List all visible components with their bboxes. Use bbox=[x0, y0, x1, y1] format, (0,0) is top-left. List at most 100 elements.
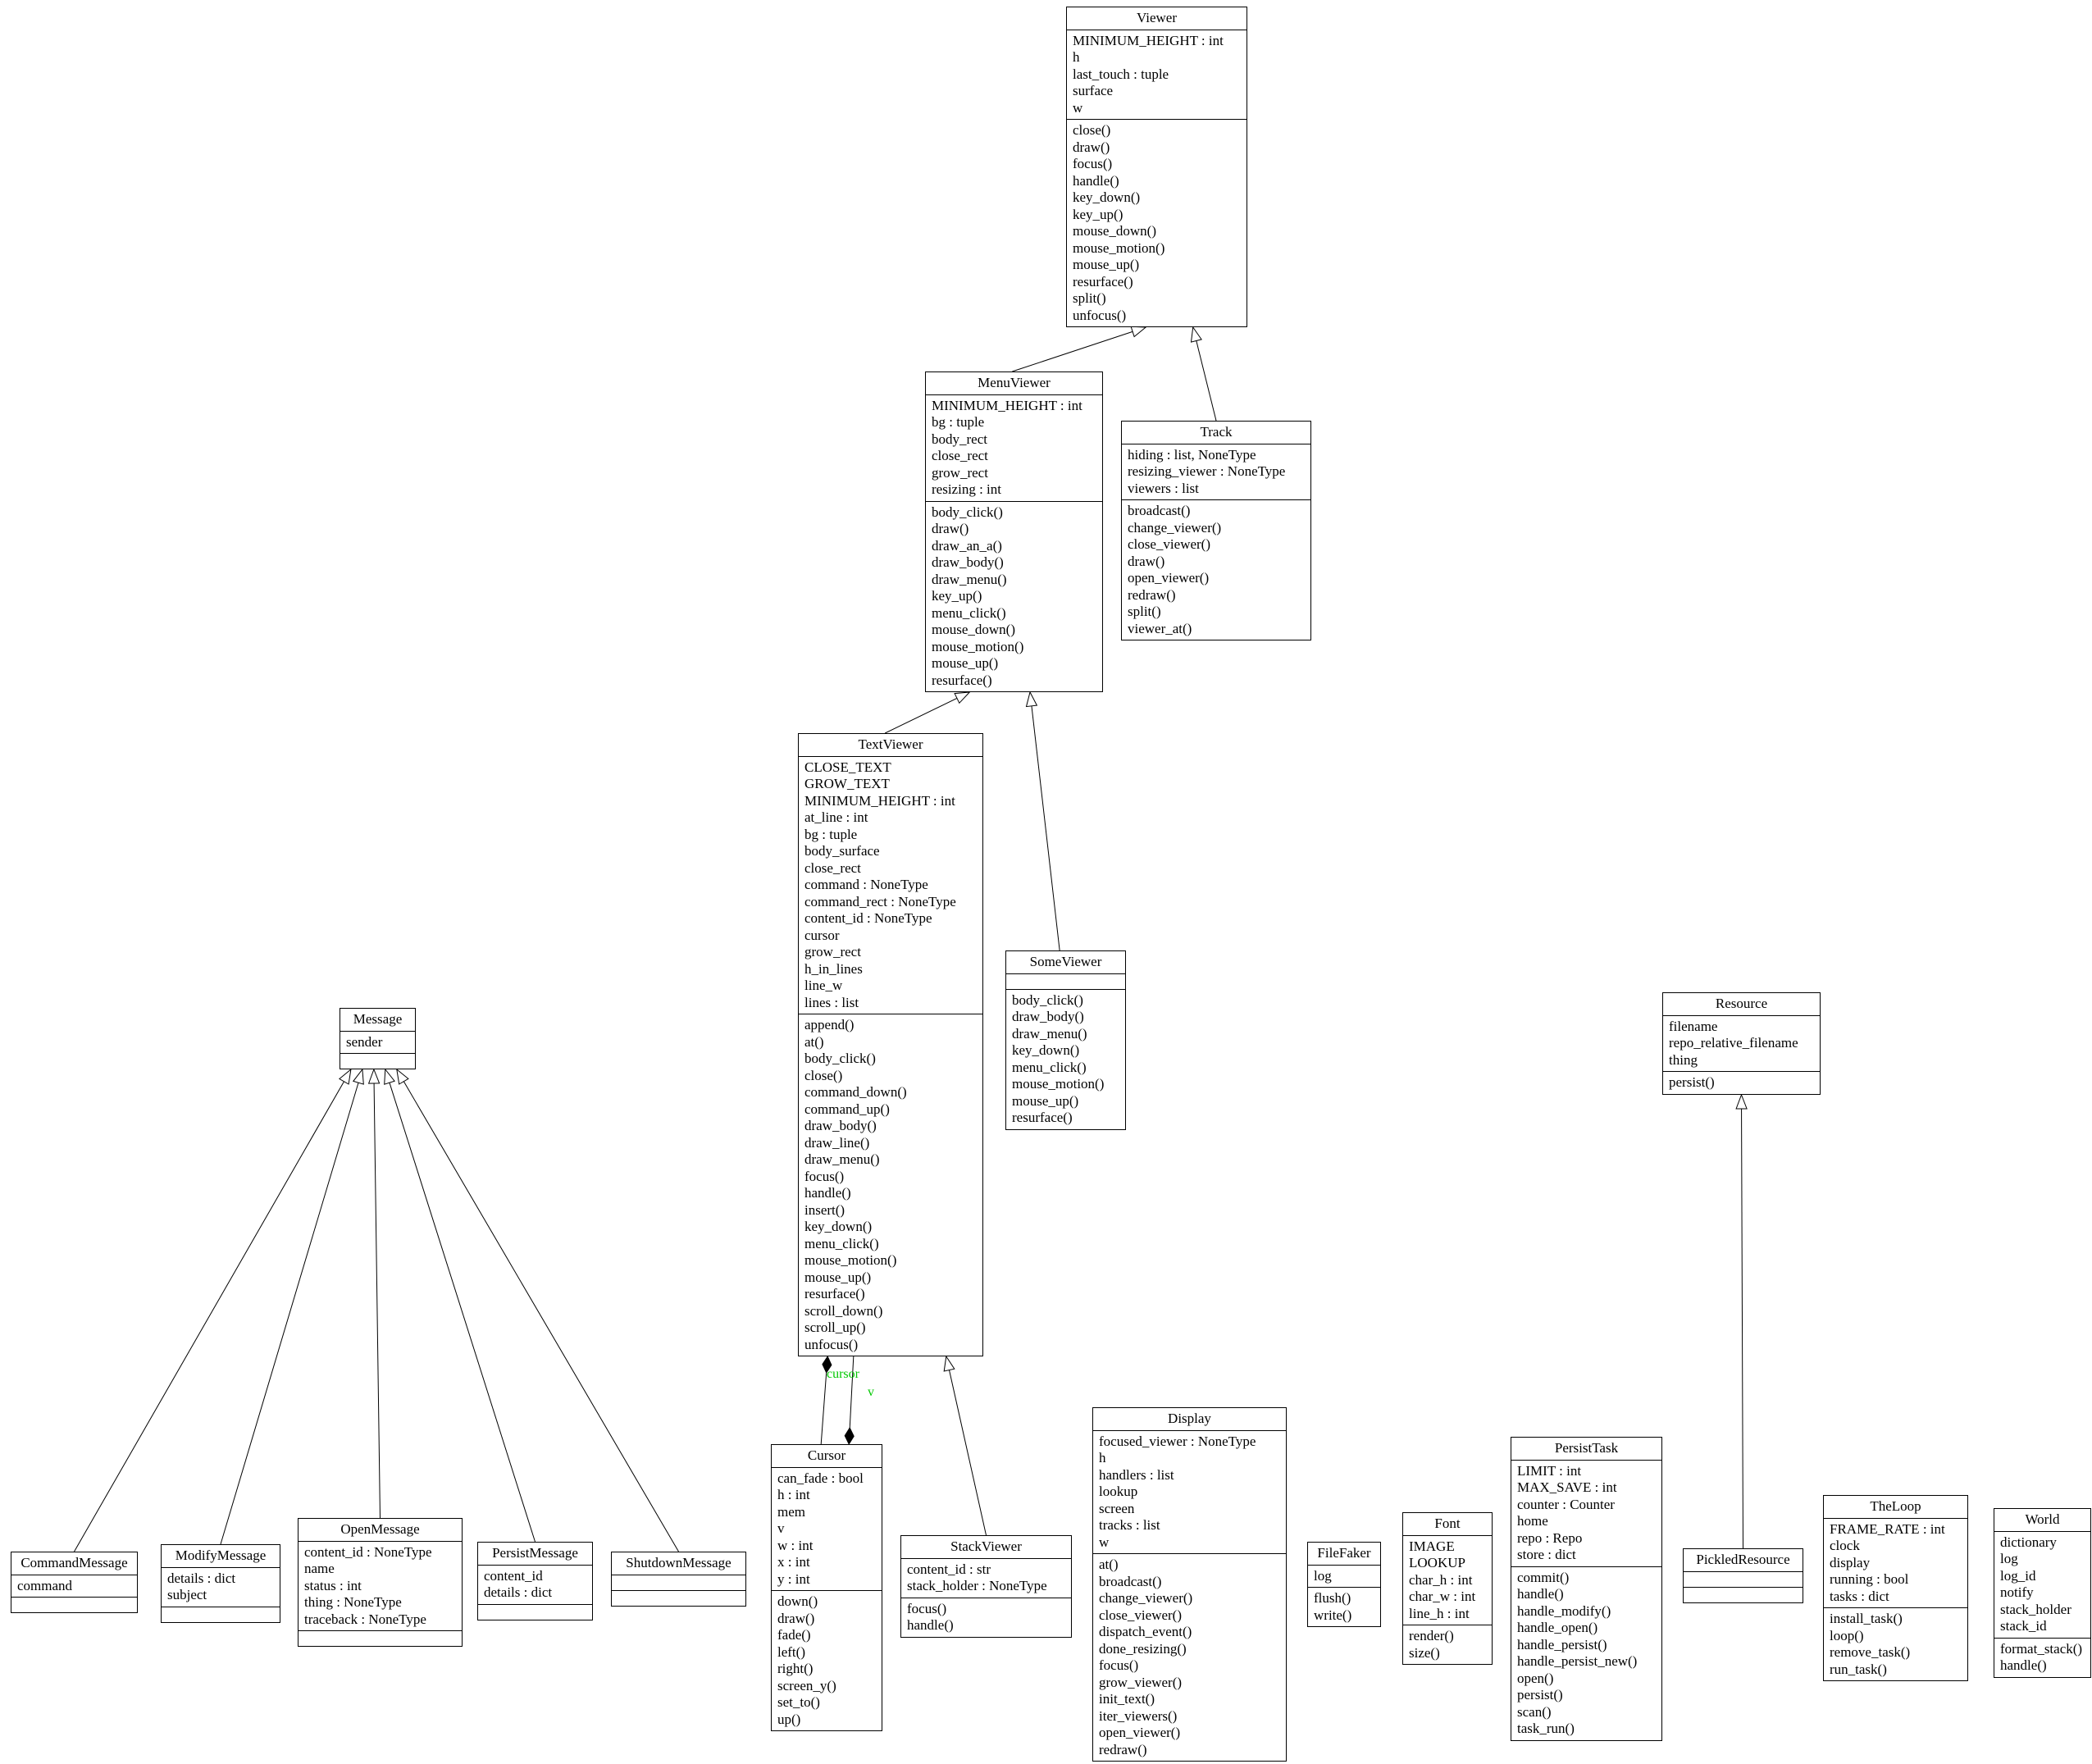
class-attribute: resizing_viewer : NoneType bbox=[1128, 463, 1286, 479]
TheLoop-methods-compartment: install_task()loop()remove_task()run_tas… bbox=[1824, 1607, 1967, 1680]
class-method: resurface() bbox=[1012, 1110, 1073, 1125]
class-method: handle() bbox=[1073, 172, 1119, 189]
class-attribute: clock bbox=[1830, 1538, 1860, 1553]
inheritance-arrowhead-icon bbox=[1735, 1093, 1748, 1110]
class-attribute: close_rect bbox=[804, 859, 861, 876]
class-attribute: LIMIT : int bbox=[1517, 1462, 1582, 1479]
class-method: iter_viewers() bbox=[1099, 1707, 1178, 1724]
Message-attributes-compartment: sender bbox=[340, 1030, 415, 1054]
class-attribute: notify bbox=[2000, 1584, 2034, 1600]
PersistMessage-methods-compartment bbox=[478, 1603, 592, 1620]
class-method: handle_persist() bbox=[1517, 1636, 1607, 1652]
class-attribute: tasks : dict bbox=[1830, 1588, 1889, 1604]
World-methods-compartment: format_stack()handle() bbox=[1994, 1637, 2090, 1677]
composition-diamond-icon bbox=[822, 1355, 832, 1374]
OpenMessage-methods-compartment bbox=[299, 1630, 462, 1646]
CommandMessage-methods-compartment bbox=[11, 1597, 137, 1612]
class-method: draw() bbox=[777, 1610, 815, 1626]
class-attribute: w bbox=[1099, 1534, 1110, 1550]
class-method: mouse_up() bbox=[1012, 1092, 1079, 1109]
Viewer-methods-compartment: close()draw()focus()handle()key_down()ke… bbox=[1067, 119, 1247, 326]
class-method: grow_viewer() bbox=[1099, 1674, 1183, 1690]
class-attribute: MINIMUM_HEIGHT : int bbox=[804, 792, 955, 809]
edge-line bbox=[949, 1370, 987, 1536]
edge-line bbox=[389, 1083, 536, 1543]
class-attribute: log bbox=[2000, 1551, 2018, 1566]
class-method: draw_menu() bbox=[932, 571, 1007, 587]
class-name: PickledResource bbox=[1696, 1552, 1790, 1567]
class-attribute: stack_holder : NoneType bbox=[907, 1578, 1047, 1593]
FileFaker-methods-compartment: flush()write() bbox=[1308, 1587, 1380, 1626]
class-attribute: stack_id bbox=[2000, 1618, 2047, 1634]
edge-line bbox=[220, 1083, 359, 1545]
class-method: write() bbox=[1314, 1607, 1352, 1623]
class-method: install_task() bbox=[1830, 1611, 1903, 1626]
class-attribute: char_h : int bbox=[1409, 1571, 1473, 1588]
class-name: Resource bbox=[1715, 996, 1768, 1011]
class-attribute: log_id bbox=[2000, 1567, 2036, 1584]
class-method: loop() bbox=[1830, 1627, 1864, 1643]
class-attribute: bg : tuple bbox=[932, 414, 985, 430]
edge-line bbox=[849, 1356, 855, 1429]
class-attribute: resizing : int bbox=[932, 481, 1001, 497]
PickledResource-methods-compartment bbox=[1684, 1586, 1803, 1602]
class-attribute: repo : Repo bbox=[1517, 1529, 1583, 1546]
class-attribute: MAX_SAVE : int bbox=[1517, 1479, 1617, 1495]
class-method: unfocus() bbox=[804, 1336, 859, 1352]
class-attribute: home bbox=[1517, 1513, 1548, 1529]
class-method: draw_body() bbox=[932, 554, 1004, 570]
Track-methods-compartment: broadcast()change_viewer()close_viewer()… bbox=[1122, 499, 1310, 640]
class-name: OpenMessage bbox=[340, 1521, 420, 1537]
edge-line bbox=[1741, 1108, 1743, 1549]
inheritance-arrowhead-icon bbox=[1190, 326, 1202, 343]
class-attribute: filename bbox=[1669, 1018, 1718, 1034]
class-method: mouse_up() bbox=[932, 655, 999, 671]
class-method: left() bbox=[777, 1643, 805, 1660]
inheritance-arrowhead-icon bbox=[396, 1068, 409, 1085]
class-method: handle() bbox=[804, 1185, 851, 1201]
class-method: at() bbox=[804, 1033, 824, 1050]
class-attribute: running : bool bbox=[1830, 1571, 1909, 1587]
class-method: body_click() bbox=[932, 504, 1003, 520]
class-attribute: bg : tuple bbox=[804, 826, 858, 842]
class-method: draw_menu() bbox=[804, 1151, 880, 1167]
inheritance-arrowhead-icon bbox=[384, 1068, 395, 1085]
class-method: resurface() bbox=[932, 672, 992, 688]
class-method: focus() bbox=[907, 1600, 947, 1616]
class-attribute: hiding : list, NoneType bbox=[1128, 446, 1256, 463]
class-method: mouse_motion() bbox=[804, 1252, 897, 1268]
class-method: at() bbox=[1099, 1557, 1119, 1572]
composition-diamond-icon bbox=[844, 1426, 855, 1446]
class-method: dispatch_event() bbox=[1099, 1624, 1192, 1639]
class-method: flush() bbox=[1314, 1590, 1351, 1606]
class-method: append() bbox=[804, 1017, 855, 1032]
class-method: persist() bbox=[1669, 1074, 1715, 1090]
class-method: key_up() bbox=[1073, 206, 1123, 222]
class-method: scroll_down() bbox=[804, 1302, 883, 1319]
edge-line bbox=[885, 697, 958, 734]
class-attribute: content_id : NoneType bbox=[304, 1543, 432, 1560]
class-name: Viewer bbox=[1136, 10, 1177, 25]
class-name: TheLoop bbox=[1870, 1498, 1921, 1514]
composition-label: v bbox=[868, 1385, 874, 1399]
class-method: draw_line() bbox=[804, 1134, 870, 1151]
edge-line bbox=[373, 1083, 381, 1519]
class-name: PersistMessage bbox=[492, 1545, 578, 1561]
class-method: resurface() bbox=[804, 1286, 865, 1301]
class-method: mouse_up() bbox=[1073, 257, 1140, 272]
class-method: focus() bbox=[804, 1168, 845, 1184]
class-method: change_viewer() bbox=[1099, 1590, 1193, 1606]
class-method: split() bbox=[1128, 604, 1161, 619]
